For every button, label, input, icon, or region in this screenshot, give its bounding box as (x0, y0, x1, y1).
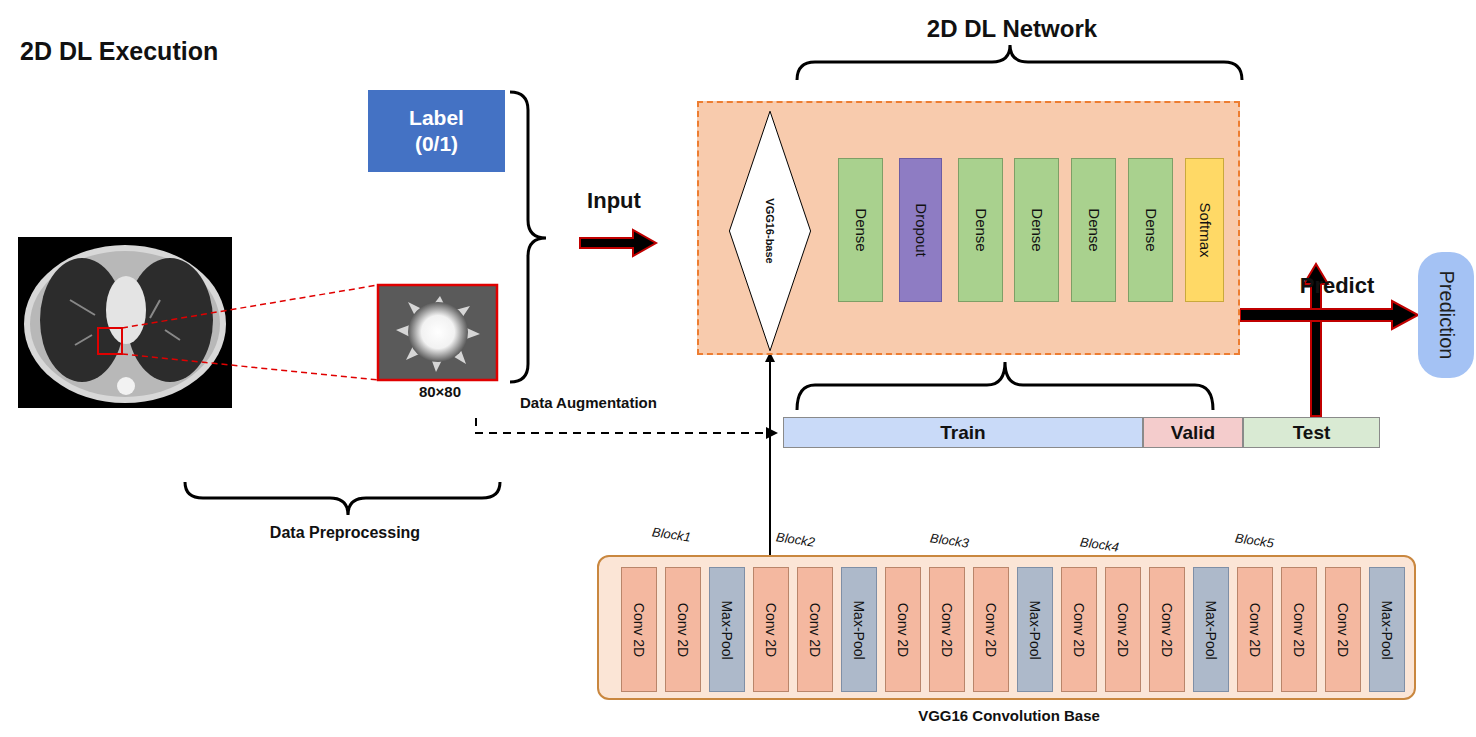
connector (765, 352, 775, 555)
layer-name: Dense (1142, 208, 1159, 251)
conv-layer: Conv 2D (1149, 567, 1185, 692)
bracket (185, 482, 500, 515)
maxpool-layer: Max-Pool (1017, 567, 1053, 692)
layer-name: Conv 2D (1071, 602, 1087, 656)
layer-name: Dense (1085, 208, 1102, 251)
bracket (510, 92, 546, 382)
augmentation-line (476, 418, 768, 433)
layer-name: Max-Pool (1379, 600, 1395, 659)
conv-layer: Conv 2D (1281, 567, 1317, 692)
layer-name: Conv 2D (675, 602, 691, 656)
block-label: Block5 (1235, 530, 1276, 550)
step-label: Data Preprocessing (270, 524, 420, 542)
network-container: 2D DL NetworkVGG16-baseDenseDropoutDense… (697, 101, 1240, 355)
layer-name: Max-Pool (719, 600, 735, 659)
conv-layer: Conv 2D (797, 567, 833, 692)
dense-layer: Dense (1128, 158, 1173, 302)
block-label: Block4 (1080, 534, 1121, 554)
layer-name: Max-Pool (1027, 600, 1043, 659)
layer-name: Conv 2D (1335, 602, 1351, 656)
dense-layer: Dense (1014, 158, 1059, 302)
layer-name: Conv 2D (1115, 602, 1131, 656)
layer-name: Conv 2D (1291, 602, 1307, 656)
box-text: Train (940, 422, 985, 444)
layer-name: Conv 2D (631, 602, 647, 656)
size-label: 80×80 (419, 383, 461, 400)
dense-layer: Dense (958, 158, 1003, 302)
label-box: Label (0/1) (368, 90, 505, 172)
layer-name: Max-Pool (851, 600, 867, 659)
ct-image (18, 237, 232, 408)
dense-layer: Dense (838, 158, 883, 302)
layer-name: Conv 2D (983, 602, 999, 656)
layer-name: Prediction (1435, 271, 1458, 360)
dropout-layer: Dropout (899, 158, 942, 302)
layer-name: Conv 2D (1159, 602, 1175, 656)
block-label: Block1 (652, 524, 693, 544)
train-split: Train (783, 417, 1143, 448)
prediction-pill: Prediction (1418, 252, 1474, 378)
step-label: Data Augmentation (520, 394, 657, 411)
base-diamond: VGG16-base (729, 110, 811, 352)
softmax-layer: Softmax (1185, 158, 1224, 302)
layer-name: Conv 2D (895, 602, 911, 656)
conv-layer: Conv 2D (929, 567, 965, 692)
conv-layer: Conv 2D (621, 567, 657, 692)
layer-name: Dropout (912, 203, 929, 256)
maxpool-layer: Max-Pool (841, 567, 877, 692)
conv-layer: Conv 2D (1061, 567, 1097, 692)
container-heading: VGG16 Convolution Base (918, 707, 1100, 724)
layer-name: Conv 2D (939, 602, 955, 656)
bracket (797, 45, 1242, 80)
input-arrow (580, 230, 656, 256)
diagram-title: 2D DL Execution (20, 37, 218, 66)
conv-layer: Conv 2D (665, 567, 701, 692)
dense-layer: Dense (1071, 158, 1116, 302)
layer-name: Conv 2D (807, 602, 823, 656)
layer-name: VGG16-base (764, 198, 776, 263)
conv-layer: Conv 2D (1237, 567, 1273, 692)
conv-layer: Conv 2D (885, 567, 921, 692)
layer-name: Conv 2D (1247, 602, 1263, 656)
box-text: Label (0/1) (405, 105, 469, 158)
box-text: Test (1293, 422, 1331, 444)
connector-line (769, 362, 771, 555)
conv-base-box: VGG16 Convolution BaseConv 2DConv 2DMax-… (597, 555, 1416, 700)
bracket (797, 362, 1213, 410)
nodule-crop (378, 285, 497, 380)
layer-name: Dense (1028, 208, 1045, 251)
box-text: Valid (1171, 422, 1215, 444)
maxpool-layer: Max-Pool (1193, 567, 1229, 692)
layer-name: Conv 2D (763, 602, 779, 656)
thick-arrow (1240, 301, 1418, 329)
test-split: Test (1243, 417, 1380, 448)
conv-layer: Conv 2D (973, 567, 1009, 692)
container-heading: 2D DL Network (927, 15, 1097, 43)
layer-name: Max-Pool (1203, 600, 1219, 659)
connector (1240, 301, 1418, 329)
block-label: Block3 (930, 530, 971, 550)
flow-label: Input (587, 188, 641, 214)
conv-layer: Conv 2D (1325, 567, 1361, 692)
edge-label: Predict (1300, 273, 1375, 299)
conv-layer: Conv 2D (1105, 567, 1141, 692)
maxpool-layer: Max-Pool (1369, 567, 1405, 692)
layer-name: Dense (972, 208, 989, 251)
layer-name: Dense (852, 208, 869, 251)
layer-name: Softmax (1196, 202, 1213, 257)
block-label: Block2 (776, 529, 817, 549)
conv-layer: Conv 2D (753, 567, 789, 692)
maxpool-layer: Max-Pool (709, 567, 745, 692)
valid-split: Valid (1143, 417, 1243, 448)
